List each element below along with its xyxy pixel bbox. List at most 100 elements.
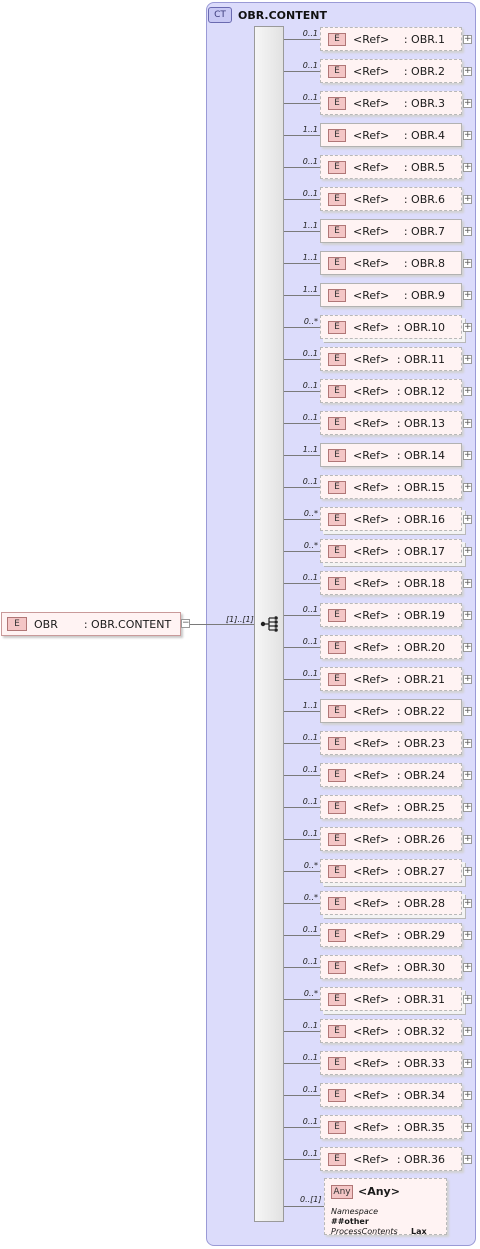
expand-toggle[interactable]: + <box>463 98 472 108</box>
cardinality-label: 0..1 <box>302 1149 318 1158</box>
element-row: 0..*E<Ref>: OBR.17+ <box>0 539 480 563</box>
ref-label: <Ref> <box>353 576 390 590</box>
element-ref-box[interactable]: E<Ref>: OBR.16 <box>320 507 462 531</box>
element-ref-box[interactable]: E<Ref>: OBR.12 <box>320 379 462 403</box>
expand-toggle[interactable]: + <box>463 450 472 460</box>
element-ref-box[interactable]: E<Ref>: OBR.24 <box>320 763 462 787</box>
element-ref-box[interactable]: E<Ref>: OBR.10 <box>320 315 462 339</box>
ref-label: <Ref> <box>353 256 390 270</box>
cardinality-label: 0..1 <box>302 733 318 742</box>
element-ref-box[interactable]: E<Ref>: OBR.26 <box>320 827 462 851</box>
expand-toggle[interactable]: + <box>463 514 472 524</box>
expand-toggle[interactable]: + <box>463 386 472 396</box>
element-ref-box[interactable]: E<Ref>: OBR.15 <box>320 475 462 499</box>
expand-toggle[interactable]: + <box>463 1122 472 1132</box>
element-ref-box[interactable]: E<Ref>: OBR.18 <box>320 571 462 595</box>
expand-toggle[interactable]: + <box>463 354 472 364</box>
any-element[interactable]: Any <Any> Namespace##other ProcessConten… <box>324 1178 447 1236</box>
expand-toggle[interactable]: + <box>463 482 472 492</box>
element-ref-box[interactable]: E<Ref>: OBR.20 <box>320 635 462 659</box>
expand-toggle[interactable]: + <box>463 1090 472 1100</box>
element-badge: E <box>328 256 346 270</box>
element-ref-box[interactable]: E<Ref>: OBR.33 <box>320 1051 462 1075</box>
expand-toggle[interactable]: + <box>463 802 472 812</box>
expand-toggle[interactable]: + <box>463 674 472 684</box>
element-ref-box[interactable]: E<Ref>: OBR.3 <box>320 91 462 115</box>
element-badge: E <box>328 512 346 526</box>
element-ref-box[interactable]: E<Ref>: OBR.9 <box>320 283 462 307</box>
expand-toggle[interactable]: + <box>463 994 472 1004</box>
element-ref-box[interactable]: E<Ref>: OBR.30 <box>320 955 462 979</box>
element-ref-box[interactable]: E<Ref>: OBR.21 <box>320 667 462 691</box>
element-ref-box[interactable]: E<Ref>: OBR.7 <box>320 219 462 243</box>
element-ref-box[interactable]: E<Ref>: OBR.32 <box>320 1019 462 1043</box>
element-ref-box[interactable]: E<Ref>: OBR.11 <box>320 347 462 371</box>
expand-toggle[interactable]: + <box>463 226 472 236</box>
expand-toggle[interactable]: + <box>463 66 472 76</box>
expand-toggle[interactable]: + <box>463 1026 472 1036</box>
element-ref-box[interactable]: E<Ref>: OBR.27 <box>320 859 462 883</box>
element-badge: E <box>328 224 346 238</box>
expand-toggle[interactable]: + <box>463 898 472 908</box>
element-type: : OBR.7 <box>403 224 445 238</box>
element-ref-box[interactable]: E<Ref>: OBR.5 <box>320 155 462 179</box>
element-ref-box[interactable]: E<Ref>: OBR.35 <box>320 1115 462 1139</box>
ref-label: <Ref> <box>353 1088 390 1102</box>
element-ref-box[interactable]: E<Ref>: OBR.6 <box>320 187 462 211</box>
expand-toggle[interactable]: + <box>463 194 472 204</box>
expand-toggle[interactable]: + <box>463 1154 472 1164</box>
ref-label: <Ref> <box>353 416 390 430</box>
ref-label: <Ref> <box>353 320 390 334</box>
element-ref-box[interactable]: E<Ref>: OBR.22 <box>320 699 462 723</box>
element-ref-box[interactable]: E<Ref>: OBR.36 <box>320 1147 462 1171</box>
element-badge: E <box>7 617 27 631</box>
expand-toggle[interactable]: + <box>463 290 472 300</box>
element-ref-box[interactable]: E<Ref>: OBR.17 <box>320 539 462 563</box>
expand-toggle[interactable]: + <box>463 130 472 140</box>
element-badge: E <box>328 768 346 782</box>
cardinality-label: 0..1 <box>302 605 318 614</box>
expand-toggle[interactable]: + <box>463 930 472 940</box>
expand-toggle[interactable]: + <box>463 834 472 844</box>
expand-toggle[interactable]: + <box>463 706 472 716</box>
expand-toggle[interactable]: + <box>463 610 472 620</box>
element-ref-box[interactable]: E<Ref>: OBR.8 <box>320 251 462 275</box>
expand-toggle[interactable]: + <box>463 322 472 332</box>
expand-toggle[interactable]: + <box>463 162 472 172</box>
expand-toggle[interactable]: + <box>463 578 472 588</box>
element-type: : OBR.24 <box>396 768 445 782</box>
element-ref-box[interactable]: E<Ref>: OBR.31 <box>320 987 462 1011</box>
expand-toggle[interactable]: + <box>463 866 472 876</box>
expand-toggle[interactable]: + <box>463 962 472 972</box>
expand-toggle[interactable]: + <box>463 418 472 428</box>
expand-toggle[interactable]: + <box>463 642 472 652</box>
element-badge: E <box>328 960 346 974</box>
expand-toggle[interactable]: + <box>463 770 472 780</box>
connector-line <box>284 711 320 712</box>
element-ref-box[interactable]: E<Ref>: OBR.13 <box>320 411 462 435</box>
element-ref-box[interactable]: E<Ref>: OBR.14 <box>320 443 462 467</box>
element-ref-box[interactable]: E<Ref>: OBR.19 <box>320 603 462 627</box>
element-ref-box[interactable]: E<Ref>: OBR.1 <box>320 27 462 51</box>
cardinality-label: 0..1 <box>302 29 318 38</box>
element-type: : OBR.6 <box>403 192 445 206</box>
expand-toggle[interactable]: + <box>463 738 472 748</box>
element-ref-box[interactable]: E<Ref>: OBR.28 <box>320 891 462 915</box>
complex-type-title: OBR.CONTENT <box>238 8 327 22</box>
element-ref-box[interactable]: E<Ref>: OBR.34 <box>320 1083 462 1107</box>
element-ref-box[interactable]: E<Ref>: OBR.4 <box>320 123 462 147</box>
expand-toggle[interactable]: + <box>463 546 472 556</box>
element-type: : OBR.23 <box>396 736 445 750</box>
expand-toggle[interactable]: + <box>463 1058 472 1068</box>
element-badge: E <box>328 576 346 590</box>
collapse-toggle[interactable]: − <box>181 618 190 628</box>
ref-label: <Ref> <box>353 608 390 622</box>
expand-toggle[interactable]: + <box>463 34 472 44</box>
root-element-obr[interactable]: E OBR : OBR.CONTENT <box>1 612 181 636</box>
element-ref-box[interactable]: E<Ref>: OBR.25 <box>320 795 462 819</box>
expand-toggle[interactable]: + <box>463 258 472 268</box>
element-ref-box[interactable]: E<Ref>: OBR.23 <box>320 731 462 755</box>
element-ref-box[interactable]: E<Ref>: OBR.29 <box>320 923 462 947</box>
element-ref-box[interactable]: E<Ref>: OBR.2 <box>320 59 462 83</box>
